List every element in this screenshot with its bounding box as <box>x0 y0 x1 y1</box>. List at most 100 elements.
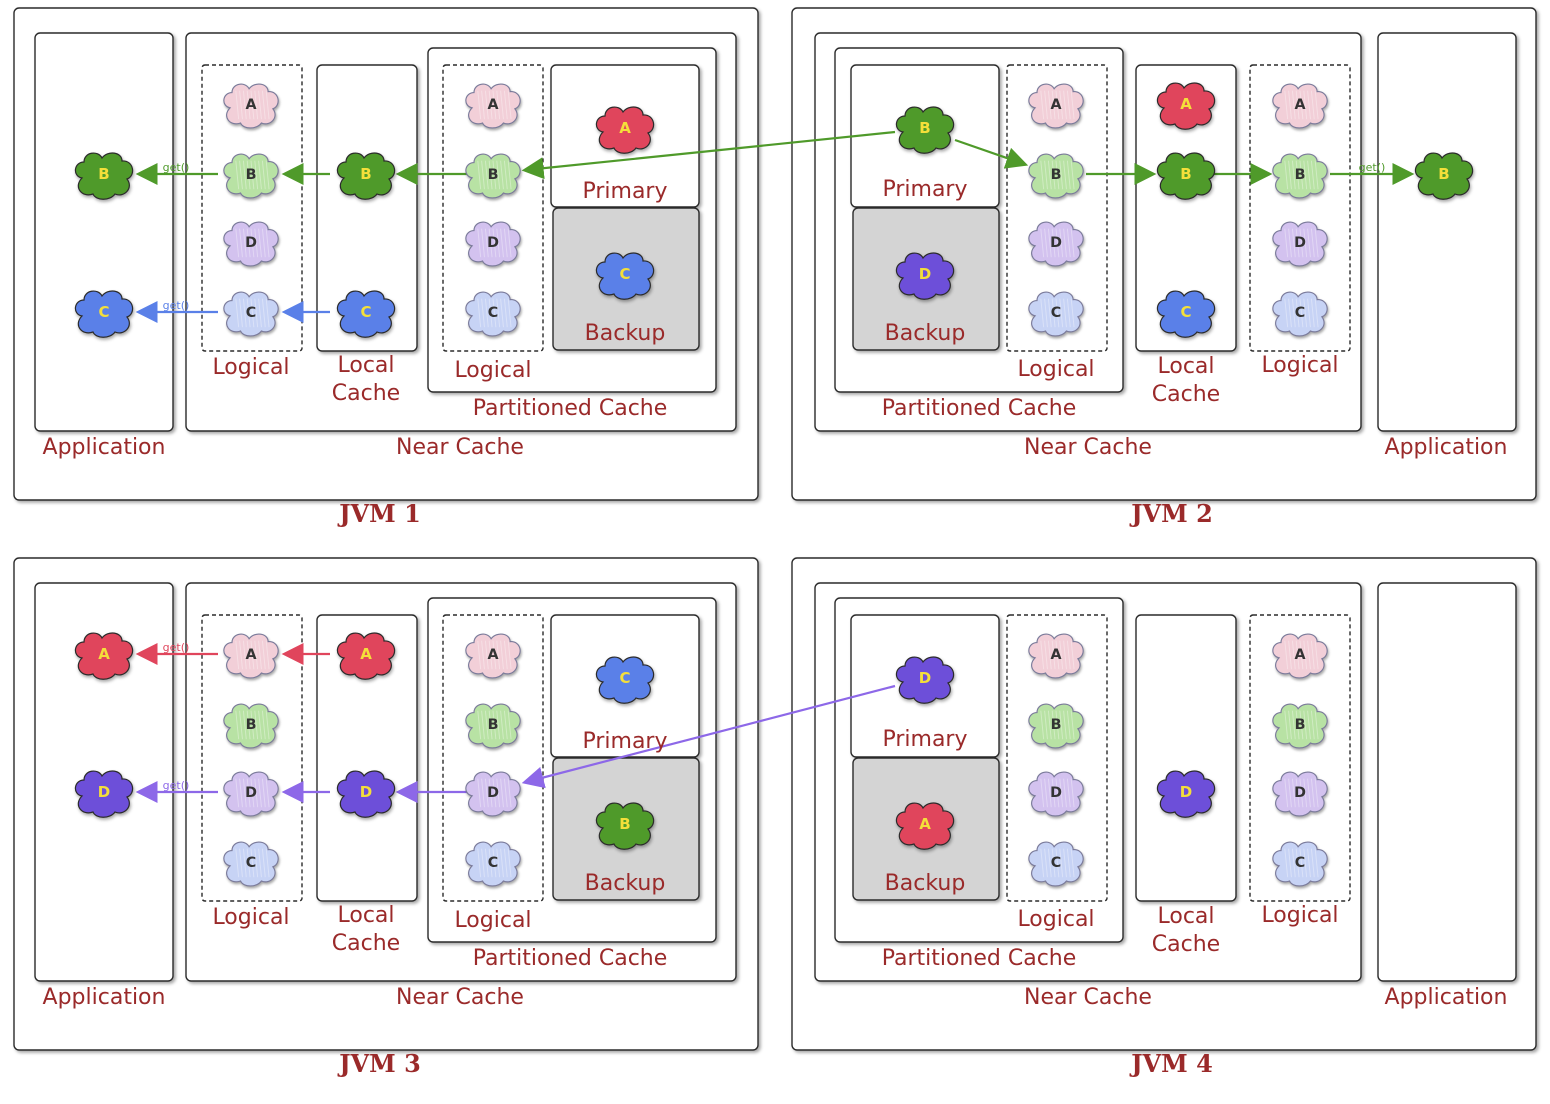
jvm3-near-logical-cloud-B: B <box>223 703 279 749</box>
jvm1-partition-logical-cloud-A-texture <box>503 90 508 120</box>
jvm3-partition-logical-label: Logical <box>454 908 531 933</box>
jvm4-partition-logical-cloud-C-texture <box>1059 848 1064 878</box>
jvm2-backup-cloud-D-shape <box>895 252 955 300</box>
jvm3-near-logical-cloud-C-texture <box>246 848 251 878</box>
jvm3-partition-logical-cloud-C: C <box>465 841 521 887</box>
jvm3-application-cloud-D: D <box>74 770 134 818</box>
jvm1-partition-logical-cloud-D-texture <box>484 228 489 258</box>
jvm2-near-logical-cloud-D-texture <box>1288 228 1292 258</box>
jvm1-partition-logical-cloud-D-texture <box>477 228 482 258</box>
jvm3-partition-logical-cloud-A-texture <box>500 640 504 670</box>
jvm1-application-cloud-C-letter: C <box>98 303 109 321</box>
jvm3-partition-logical-cloud-D-texture <box>484 778 489 808</box>
jvm2-near-logical-cloud-C-texture <box>1291 298 1296 328</box>
jvm3-near-logical-cloud-B-texture <box>250 710 255 740</box>
arrow-jvm4-primary-to-jvm3-logical-D <box>521 684 896 789</box>
jvm4-near-logical-cloud-A-texture <box>1299 640 1304 670</box>
jvm1-application-cloud-B-letter: B <box>98 165 109 183</box>
jvm4-near-logical-cloud-B-texture <box>1291 710 1296 740</box>
jvm1-get-label-C: get() <box>163 299 190 312</box>
jvm1-near-logical-cloud-C-texture <box>254 298 259 328</box>
jvm3-application-cloud-D-letter: D <box>98 783 110 801</box>
jvm4-near-logical-cloud-C-texture <box>1314 848 1319 878</box>
jvm2-local-cache-box <box>1135 64 1237 352</box>
jvm3-near-logical-cloud-C-letter: C <box>246 855 256 871</box>
jvm4-partition-logical-cloud-D: D <box>1028 771 1084 817</box>
jvm3-partition-logical-cloud-C-texture <box>481 848 485 878</box>
jvm2-partition-logical-cloud-C-texture <box>1055 298 1060 328</box>
jvm3-partition-logical-cloud-B-shape <box>465 703 521 749</box>
jvm2-partition-logical-cloud-B-texture <box>1044 160 1048 190</box>
jvm3-partition-logical-cloud-A-texture <box>503 640 508 670</box>
jvm2-near-logical-cloud-A-letter: A <box>1294 97 1305 113</box>
jvm3-partitioned-cache-label: Partitioned Cache <box>473 946 668 971</box>
jvm4-near-logical-cloud-B-texture <box>1314 710 1319 740</box>
jvm3-near-logical-cloud-D-texture <box>261 778 266 808</box>
jvm2-partition-logical-cloud-A-texture <box>1044 90 1048 120</box>
jvm4-near-logical-cloud-A-texture <box>1310 640 1315 670</box>
jvm2-partition-logical-cloud-C-texture <box>1051 298 1056 328</box>
jvm2-partition-logical-cloud-B-texture <box>1066 160 1071 190</box>
jvm4-partition-logical-cloud-C-texture <box>1044 848 1048 878</box>
jvm3-local-cloud-D-shape <box>336 770 396 818</box>
jvm1-near-logical-cloud-B-texture <box>246 160 251 190</box>
jvm3-partition-logical-cloud-D-texture <box>492 778 497 808</box>
jvm4-backup-cloud-A-shape <box>895 802 955 850</box>
jvm3-backup-label: Backup <box>585 871 666 896</box>
jvm1-near-logical-cloud-A-texture <box>239 90 243 120</box>
jvm4-near-logical-cloud-C-texture <box>1291 848 1296 878</box>
jvm3-partition-logical-cloud-A: A <box>465 633 521 679</box>
jvm1-near-logical-cloud-A: A <box>223 83 279 129</box>
jvm2-partition-logical-cloud-A-letter: A <box>1050 97 1061 113</box>
jvm2-primary-cloud-B: B <box>895 106 955 154</box>
jvm2-local-label: Local <box>1157 354 1214 379</box>
jvm2-near-logical-cloud-C-texture <box>1299 298 1304 328</box>
jvm4-near-logical-cloud-A-letter: A <box>1294 647 1305 663</box>
jvm2-partition-logical-cloud-C-texture <box>1063 298 1067 328</box>
jvm4-near-logical-cloud-D-texture <box>1310 778 1315 808</box>
jvm1-application-cloud-B: B <box>74 152 134 200</box>
jvm3-partition-logical-cloud-A-texture <box>507 640 512 670</box>
jvm4-backup-cloud-A-letter: A <box>919 815 931 833</box>
jvm2-title: JVM 2 <box>1129 499 1213 528</box>
jvm1-partitioned-cache-label: Partitioned Cache <box>473 396 668 421</box>
jvm3-partition-logical-cloud-D-texture <box>488 778 493 808</box>
jvm4-near-logical-box <box>1249 614 1351 902</box>
jvm3-near-logical-cloud-D-shape <box>223 771 279 817</box>
jvm3-near-logical-cloud-C-texture <box>250 848 255 878</box>
jvm4-partition-logical-cloud-B-texture <box>1070 710 1075 740</box>
jvm4-partition-logical-cloud-A: A <box>1028 633 1084 679</box>
jvm4-primary-cloud-D-letter: D <box>919 669 931 687</box>
jvm2-near-logical-cloud-A-shape <box>1272 83 1328 129</box>
jvm1-near-logical-cloud-B-texture <box>235 160 240 190</box>
jvm4-partition-logical-cloud-B-texture <box>1044 710 1048 740</box>
jvm3-partition-logical-cloud-C-shape <box>465 841 521 887</box>
jvm1-partition-logical-cloud-B-texture <box>484 160 489 190</box>
jvm2-near-logical-cloud-B: B <box>1272 153 1328 199</box>
jvm3-near-logical-cloud-A-letter: A <box>245 647 256 663</box>
jvm3-partition-logical-cloud-B-texture <box>507 710 512 740</box>
jvm3-near-logical-cloud-C-texture <box>265 848 270 878</box>
jvm2-near-logical-cloud-A: A <box>1272 83 1328 129</box>
jvm4-partition-logical-cloud-D-texture <box>1047 778 1052 808</box>
jvm2-partition-logical-cloud-D-letter: D <box>1050 235 1062 251</box>
jvm1-near-logical-box <box>201 64 303 352</box>
jvm1-near-cache-label: Near Cache <box>396 435 524 460</box>
jvm1-partition-logical-cloud-B-texture <box>481 160 485 190</box>
jvm2-near-logical-cloud-D-letter: D <box>1294 235 1306 251</box>
jvm2-near-logical-cloud-B-texture <box>1299 160 1304 190</box>
jvm3-partition-logical-cloud-B-texture <box>481 710 485 740</box>
jvm2-near-logical-cloud-C-letter: C <box>1295 305 1305 321</box>
jvm4-partition-logical-cloud-C: C <box>1028 841 1084 887</box>
jvm4-near-logical-cloud-C-texture <box>1310 848 1315 878</box>
jvm3-local-cloud-A: A <box>336 632 396 680</box>
jvm2-near-logical-cloud-B-texture <box>1314 160 1319 190</box>
jvm4-partition-logical-cloud-B-shape <box>1028 703 1084 749</box>
jvm3-partition-logical-cloud-B-texture <box>496 710 501 740</box>
jvm2-partition-logical-cloud-B-texture <box>1059 160 1064 190</box>
jvm4-partition-logical-cloud-D-texture <box>1044 778 1048 808</box>
jvm3-application-label: Application <box>43 985 166 1010</box>
jvm4-near-logical-cloud-D-letter: D <box>1294 785 1306 801</box>
jvm3-partition-logical-cloud-B-texture <box>488 710 493 740</box>
jvm1-partition-logical-cloud-C-texture <box>477 298 482 328</box>
